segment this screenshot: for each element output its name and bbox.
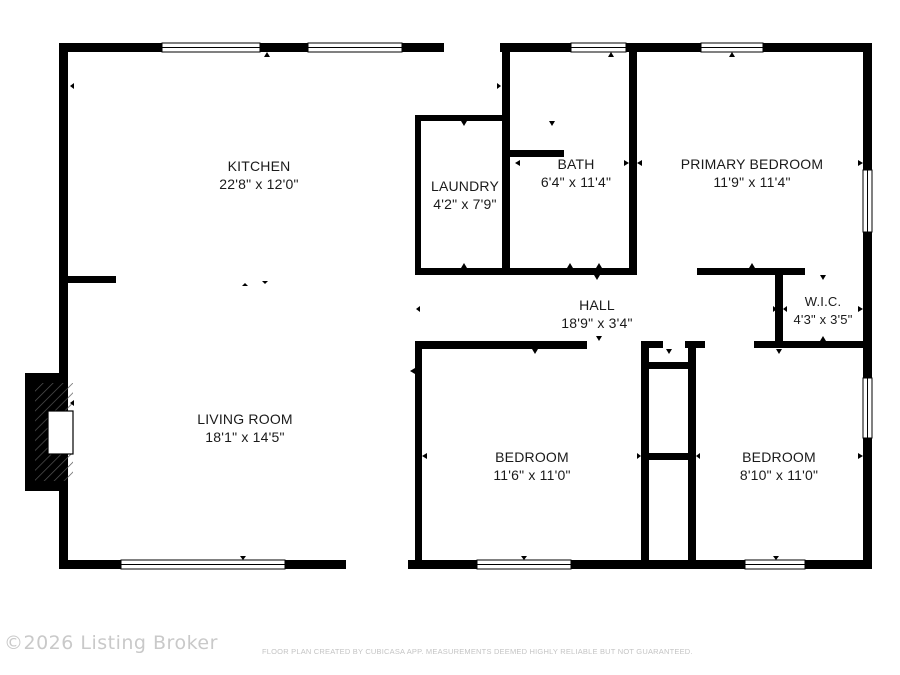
room-name: BATH (557, 156, 595, 172)
room-name: HALL (579, 297, 615, 313)
room-name: LIVING ROOM (197, 411, 293, 427)
room-name: KITCHEN (227, 158, 291, 174)
door-markers (70, 52, 863, 560)
room-size: 11'9" x 11'4" (713, 174, 791, 190)
windows (120, 42, 873, 570)
room-size: 4'2" x 7'9" (433, 196, 497, 212)
room-label-bath: BATH 6'4" x 11'4" (541, 155, 611, 191)
room-label-hall: HALL 18'9" x 3'4" (561, 296, 632, 332)
room-name: BEDROOM (495, 449, 569, 465)
room-label-wic: W.I.C. 4'3" x 3'5" (793, 293, 852, 329)
room-size: 22'8" x 12'0" (219, 176, 299, 192)
room-size: 18'9" x 3'4" (561, 315, 633, 331)
floor-plan-disclaimer: FLOOR PLAN CREATED BY CUBICASA APP. MEAS… (262, 647, 693, 656)
room-label-kitchen: KITCHEN 22'8" x 12'0" (219, 157, 298, 193)
room-size: 11'6" x 11'0" (493, 467, 571, 483)
room-size: 8'10" x 11'0" (739, 467, 819, 483)
room-label-laundry: LAUNDRY 4'2" x 7'9" (431, 177, 499, 213)
listing-broker-watermark: ©2026 Listing Broker (4, 632, 218, 654)
interior-walls (68, 52, 863, 560)
room-label-bedroom-1: BEDROOM 11'6" x 11'0" (493, 448, 570, 484)
room-name: PRIMARY BEDROOM (680, 156, 824, 172)
room-size: 6'4" x 11'4" (540, 174, 612, 190)
room-name: BEDROOM (742, 449, 816, 465)
room-name: LAUNDRY (430, 178, 500, 194)
room-name: W.I.C. (804, 294, 842, 309)
room-label-living-room: LIVING ROOM 18'1" x 14'5" (197, 410, 293, 446)
room-label-bedroom-2: BEDROOM 8'10" x 11'0" (740, 448, 818, 484)
fireplace (25, 373, 74, 491)
room-label-primary-bedroom: PRIMARY BEDROOM 11'9" x 11'4" (681, 155, 824, 191)
room-size: 4'3" x 3'5" (793, 312, 853, 327)
door-openings (346, 43, 500, 569)
room-size: 18'1" x 14'5" (205, 429, 285, 445)
